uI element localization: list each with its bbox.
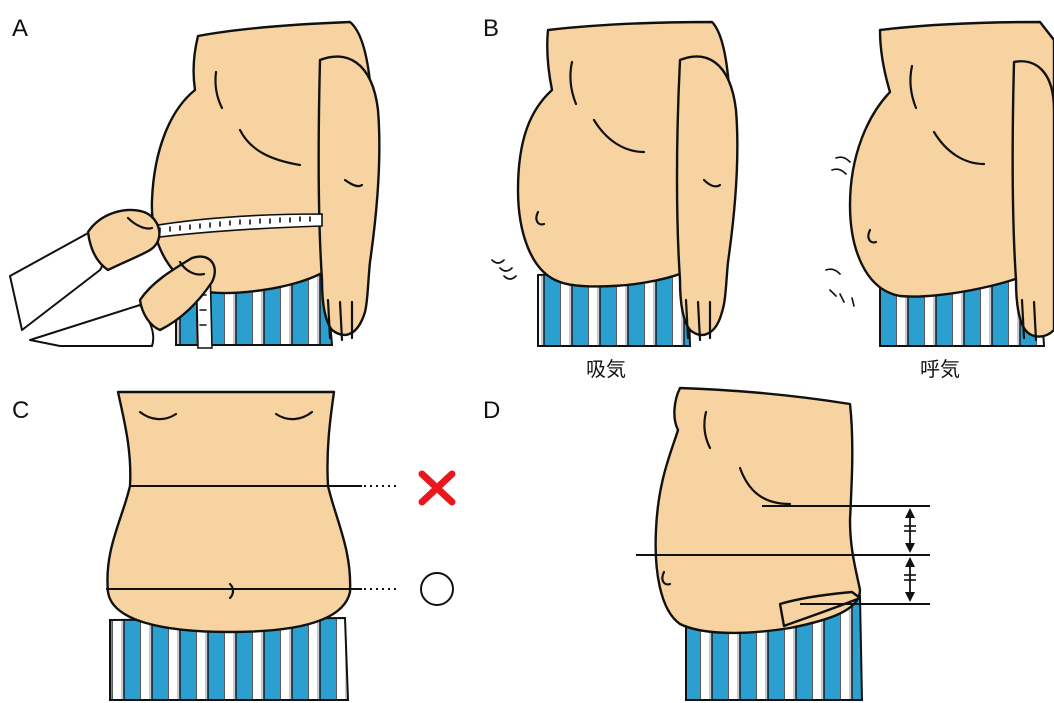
- red-x-icon: [422, 474, 452, 502]
- panel-d: D: [483, 388, 930, 700]
- panel-b: B 吸気 呼気: [483, 15, 1054, 381]
- panel-a-letter: A: [12, 15, 28, 42]
- panel-a-sleeve-lower: [30, 305, 153, 346]
- circle-icon: [421, 573, 453, 605]
- panel-a: A: [10, 15, 379, 348]
- panel-b-letter: B: [483, 15, 499, 42]
- panel-c: C: [12, 392, 453, 700]
- exhale-label: 呼気: [920, 357, 960, 381]
- panel-a-arm: [319, 57, 380, 335]
- panel-c-letter: C: [12, 397, 29, 424]
- panel-b-exhale-figure: [826, 22, 1054, 346]
- inhale-label: 吸気: [586, 357, 626, 381]
- panel-b-inhale-figure: [492, 22, 737, 346]
- panel-d-letter: D: [483, 397, 500, 424]
- panel-a-sleeve-upper: [10, 232, 102, 330]
- panel-a-hand-upper: [88, 210, 159, 270]
- panel-c-torso: [107, 392, 350, 632]
